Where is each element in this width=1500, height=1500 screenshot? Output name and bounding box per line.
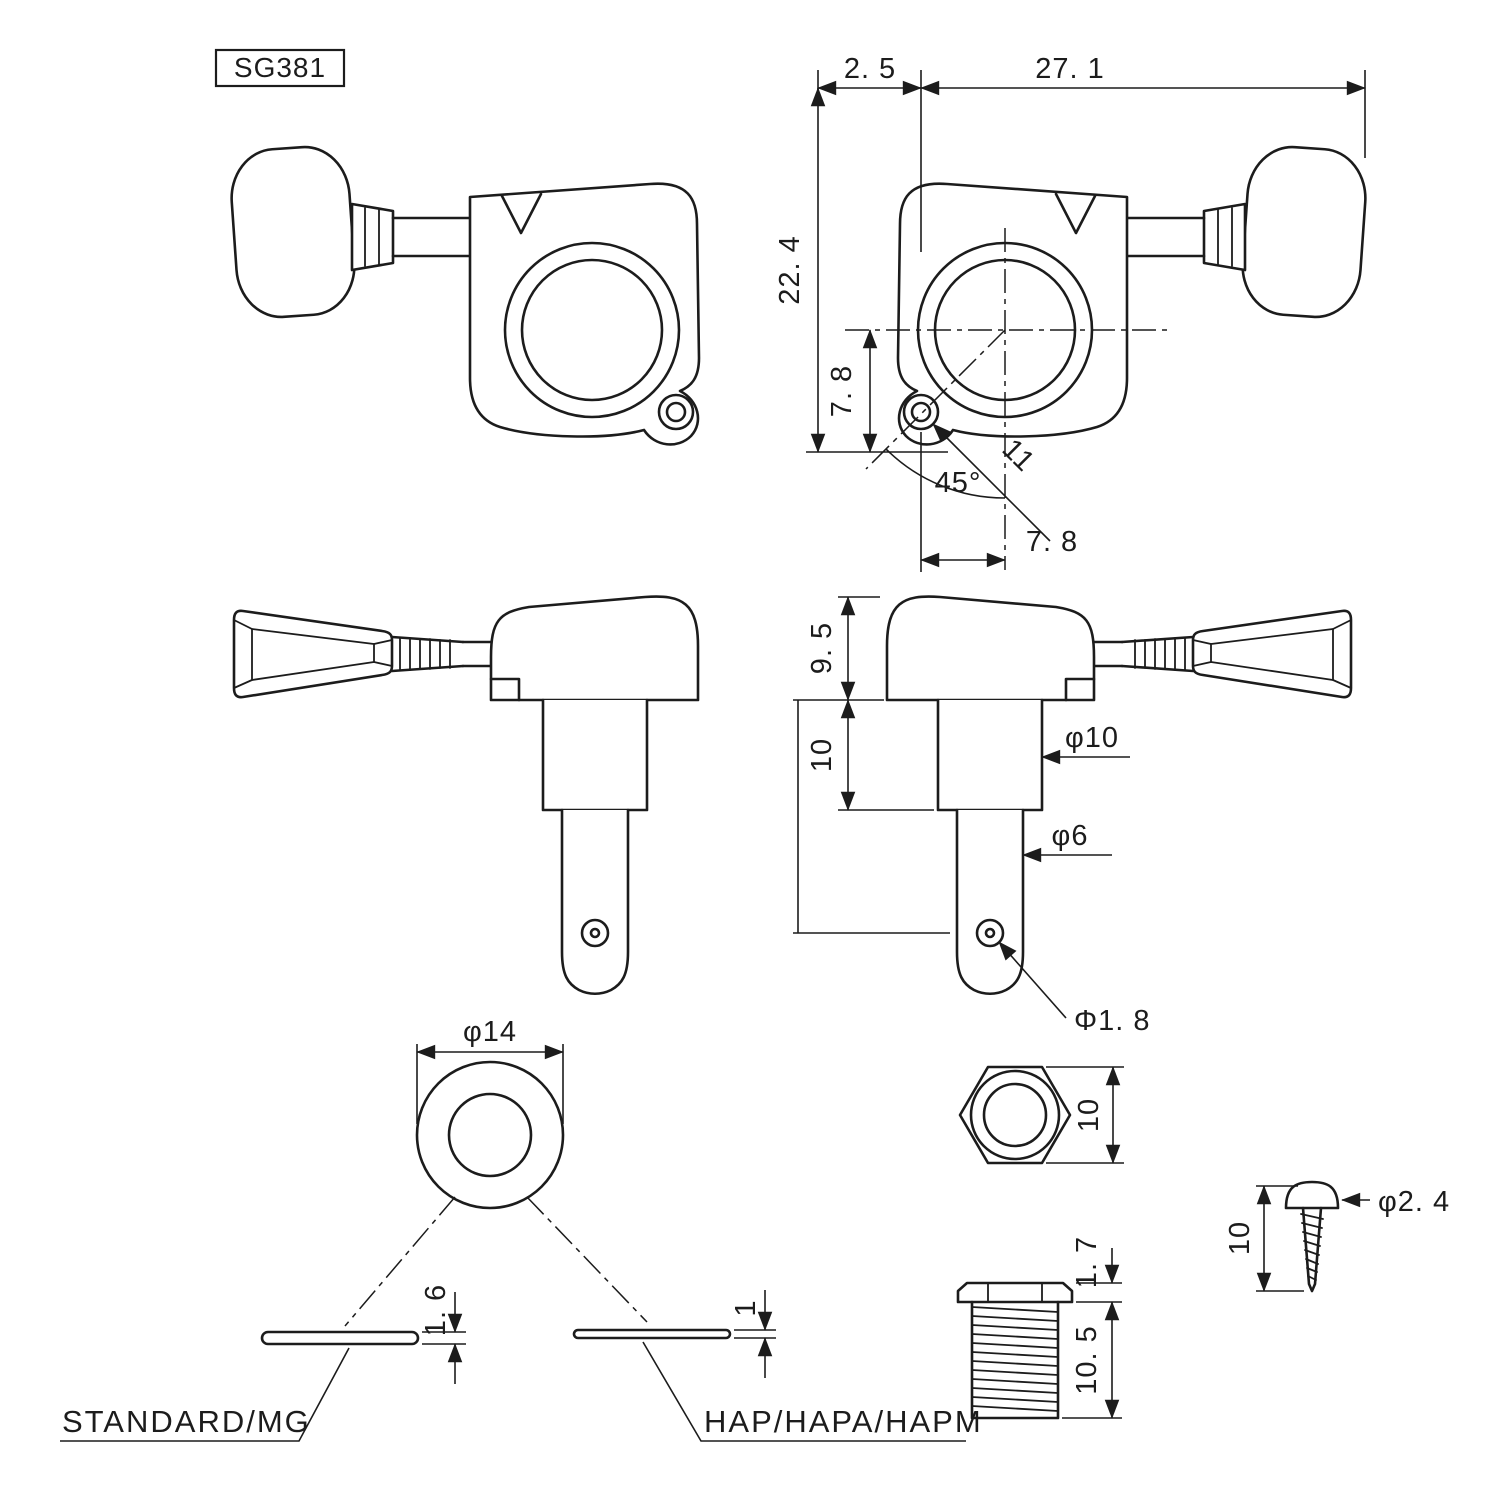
angle-arc-45 (885, 448, 1006, 499)
screw-round-head (1284, 1180, 1340, 1210)
dim-label-10-5: 10. 5 (1071, 1325, 1103, 1395)
centerlines (845, 228, 1168, 570)
leader-dia-1-8 (998, 941, 1067, 1019)
projection-lines (344, 1196, 648, 1327)
dim-label-1-7: 1. 7 (1071, 1236, 1103, 1288)
leader-hap (642, 1341, 966, 1442)
leader-standard (60, 1347, 350, 1442)
washer-top-view: φ14 (344, 1016, 648, 1327)
dim-label-27-1: 27. 1 (1035, 53, 1105, 85)
dim-label-dia-10: φ10 (1065, 722, 1119, 754)
angle-label-45: 45° (935, 467, 982, 499)
thread-hatching (971, 1306, 1059, 1412)
drawing-number-label: SG381 (234, 52, 326, 83)
tuner-side-view-left (226, 142, 701, 446)
bushing-thread-body (970, 1300, 1060, 1420)
nut-hole-circle (982, 1082, 1048, 1148)
mounting-screw-view: 10 φ2. 4 (1224, 1180, 1450, 1293)
dim-label-10-nut: 10 (1073, 1098, 1105, 1132)
washer-inner-circle (447, 1092, 533, 1178)
tuner-side-view-right (896, 142, 1371, 446)
title-box: SG381 (214, 48, 346, 88)
dim-label-10-screw: 10 (1224, 1221, 1256, 1255)
dim-line-11 (932, 423, 1051, 542)
dim-label-10-bushing: 10 (806, 738, 838, 772)
washer-plate-hap (572, 1328, 732, 1340)
nut-top-view: 10 (958, 1065, 1124, 1165)
screw-thread-hatching (1300, 1213, 1324, 1281)
dim-label-1: 1 (730, 1299, 762, 1316)
label-standard-mg: STANDARD/MG (62, 1404, 311, 1439)
bushing-flange-head (956, 1281, 1074, 1304)
dim-label-1-6: 1. 6 (420, 1284, 452, 1336)
dim-label-9-5: 9. 5 (806, 622, 838, 674)
dim-label-7-8-horizontal: 7. 8 (1026, 526, 1078, 558)
threaded-bushing-view: 1. 7 10. 5 (956, 1236, 1122, 1420)
dim-label-2-5: 2. 5 (844, 53, 896, 85)
dim-label-dia-14: φ14 (463, 1016, 517, 1048)
label-hap-hapa-hapm: HAP/HAPA/HAPM (704, 1404, 983, 1439)
washer-plate-standard (260, 1330, 420, 1346)
washer-side-standard: 1. 6 STANDARD/MG (60, 1284, 466, 1442)
front-view-dimensions: 9. 5 10 φ10 φ6 Φ1. 8 (793, 596, 1151, 1037)
washer-side-hap: 1 HAP/HAPA/HAPM (572, 1290, 983, 1442)
dim-label-11: 11 (996, 433, 1041, 478)
dim-label-dia-6: φ6 (1052, 820, 1089, 852)
dim-label-dia-2-4: φ2. 4 (1378, 1186, 1450, 1218)
title-frame (214, 48, 346, 88)
dim-label-dia-1-8: Φ1. 8 (1074, 1005, 1151, 1037)
dim-label-7-8-vertical: 7. 8 (826, 365, 858, 417)
tuner-front-view-right (885, 595, 1353, 996)
tuner-front-view-left (232, 595, 700, 996)
dim-label-22-4: 22. 4 (774, 235, 806, 305)
